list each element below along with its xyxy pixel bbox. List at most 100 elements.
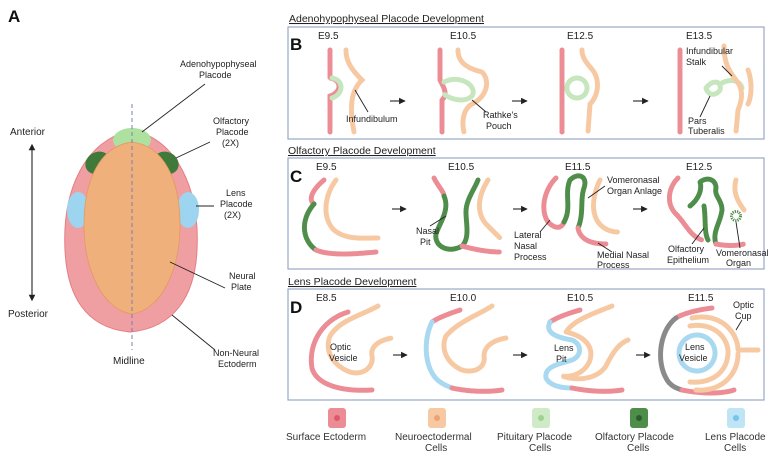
c2-surface-bottom [459, 243, 503, 255]
c1-surface-top [308, 177, 327, 207]
optic-vesicle-label-1: Optic [330, 342, 352, 352]
c3-surface-left [541, 175, 567, 230]
panel-b-letter: B [290, 35, 302, 54]
legend-label: Surface Ectoderm [286, 432, 366, 443]
stalk-label-1: Infundibular [686, 46, 733, 56]
lens-vesicle-label-1: Lens [685, 342, 705, 352]
adeno-label-2: Placode [199, 70, 232, 80]
panel-d-frame [287, 288, 765, 401]
c2-surface-top [431, 175, 447, 199]
c4-epi-pointer [691, 227, 705, 245]
d3-lens [543, 319, 582, 391]
panel-c-title: Olfactory Placode Development [288, 145, 436, 157]
d4-cornea [658, 315, 685, 393]
c2-olfactory [433, 193, 470, 252]
c4-olfactory [687, 176, 725, 247]
lens-pit-label-2: Pit [556, 354, 567, 364]
b2-pituitary [441, 76, 476, 103]
d4-cup-pointer [735, 319, 743, 331]
olf-label-1: Olfactory [213, 116, 250, 126]
adeno-pointer [141, 83, 206, 133]
c3-vno-pointer [587, 185, 606, 199]
panel-c-stage-0: E9.5 [316, 162, 337, 173]
b2-surface-ectoderm [437, 47, 448, 135]
neural-pointer [169, 261, 226, 289]
panel-d-letter: D [290, 298, 302, 317]
legend-label: Lens Placode [705, 432, 766, 443]
legend-label: Olfactory Placode [595, 432, 674, 443]
d4-optic-cup-outer [689, 314, 761, 353]
nonneural-pointer [171, 314, 216, 351]
optic-cup-label-1: Optic [733, 300, 755, 310]
panel-c-letter: C [290, 167, 302, 186]
neural-label-1: Neural [229, 271, 256, 281]
panel-d-stage-3: E11.5 [688, 293, 714, 304]
b2-neuroectoderm [455, 47, 490, 135]
c1-surface-bottom [313, 247, 379, 257]
legend-item-neuroectodermal: Neuroectodermal Cells [395, 408, 472, 454]
medial-label-1: Medial Nasal [597, 250, 649, 260]
d2-neuroectoderm [441, 303, 509, 374]
pars-label-2: Tuberalis [688, 126, 725, 136]
c3-olfactory [561, 173, 588, 231]
midline-label: Midline [113, 356, 145, 367]
panel-c-stage-3: E12.5 [686, 162, 713, 173]
d3-neuroectoderm [561, 303, 631, 382]
d4-surface-bottom [679, 387, 737, 396]
adeno-label-1: Adenohypophyseal [180, 59, 257, 69]
d3-surface-bottom [569, 385, 625, 394]
b4-neuroectoderm [721, 43, 744, 135]
rathke-label-2: Pouch [486, 121, 512, 131]
panel-c-frame [287, 157, 765, 270]
d4-optic-cup-lower [693, 351, 741, 393]
legend-label-2: Cells [724, 443, 746, 454]
olf-label-3: (2X) [222, 138, 239, 148]
legend-dot [538, 415, 544, 421]
b1-pointer [354, 89, 369, 113]
panel-d-stage-1: E10.0 [450, 293, 477, 304]
infundibulum-label: Infundibulum [346, 114, 398, 124]
legend-dot [733, 415, 739, 421]
panel-b: Adenohypophyseal Placode Development B E… [287, 13, 765, 140]
panel-b-stage-2: E12.5 [567, 31, 594, 42]
optic-vesicle-label-2: Vesicle [329, 353, 358, 363]
c3-neuroectoderm [591, 177, 621, 235]
olf-pointer [175, 141, 211, 159]
panel-b-frame [287, 26, 765, 140]
panel-c-stage-1: E10.5 [448, 162, 475, 173]
panel-a: A Anterior Posterior Midline Adenohypoph… [8, 7, 259, 369]
legend-dot [434, 415, 440, 421]
lens-pit-label-1: Lens [554, 343, 574, 353]
c4-vomeronasal-organ [730, 210, 742, 222]
optic-cup-label-2: Cup [735, 311, 752, 321]
lateral-label-1: Lateral [514, 230, 542, 240]
b4-pars-pointer [699, 95, 711, 118]
legend-label-2: Cells [627, 443, 649, 454]
lens-placode-left [67, 192, 89, 228]
lens-label-1: Lens [226, 188, 246, 198]
d1-neuroectoderm [325, 303, 395, 376]
vomero-anlage-label-1: Vomeronasal [607, 175, 660, 185]
lens-label-3: (2X) [224, 210, 241, 220]
legend-label: Neuroectodermal [395, 432, 472, 443]
panel-b-title: Adenohypophyseal Placode Development [289, 13, 484, 25]
c1-olfactory [302, 201, 319, 253]
c2-olfactory-top [463, 177, 481, 215]
panel-d-stage-2: E10.5 [567, 293, 594, 304]
olf-epi-label-2: Epithelium [667, 255, 709, 265]
medial-label-2: Process [597, 260, 630, 270]
b3-neuroectoderm [579, 47, 600, 135]
vomero-organ-label-1: Vomeronasal [716, 248, 769, 258]
d2-lens [423, 319, 455, 391]
legend-label-2: Cells [529, 443, 551, 454]
c4-surface-bottom [713, 241, 747, 248]
neural-label-2: Plate [231, 282, 252, 292]
olf-label-2: Placode [216, 127, 249, 137]
lens-vesicle-label-2: Vesicle [679, 353, 708, 363]
c4-surface-left [667, 175, 705, 243]
c3-lateral-pointer [539, 219, 551, 233]
nasal-label-1: Nasal [416, 226, 439, 236]
d1-surface-ectoderm [308, 309, 375, 393]
lens-placode-right [177, 192, 199, 228]
